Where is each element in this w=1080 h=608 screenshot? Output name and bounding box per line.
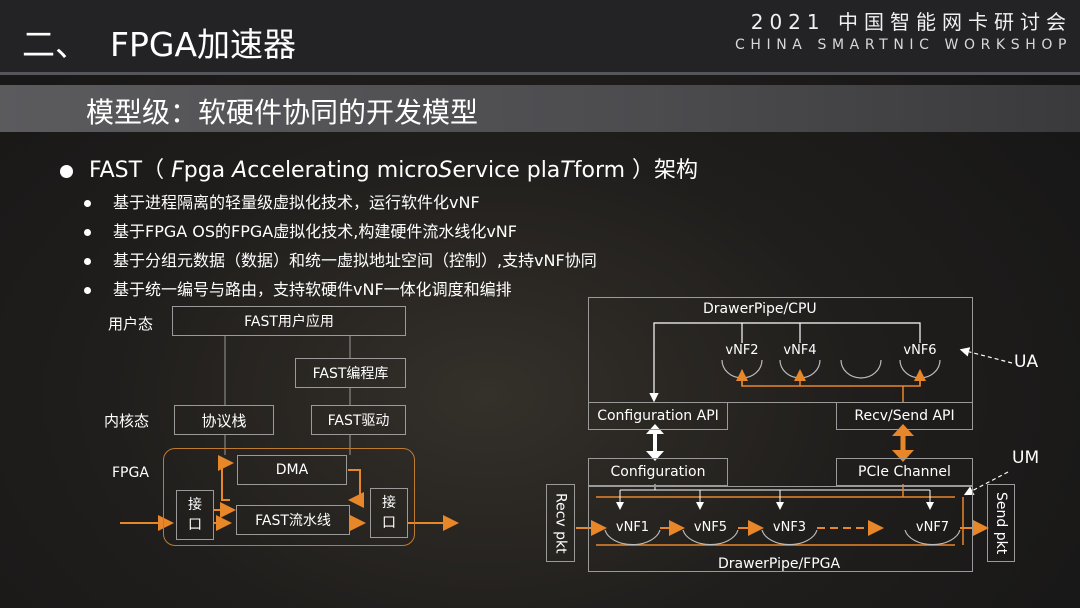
cpu-vnf: vNF4 bbox=[780, 343, 820, 358]
recv-pkt-box: Recv pkt bbox=[546, 484, 575, 562]
fpga-title: DrawerPipe/FPGA bbox=[718, 556, 840, 572]
recv-send-api-box: Recv/Send API bbox=[836, 402, 973, 430]
send-pkt-label: Send pkt bbox=[993, 492, 1009, 554]
config-api-box: Configuration API bbox=[588, 402, 728, 430]
configuration-box: Configuration bbox=[588, 458, 728, 486]
cpu-vnf: vNF6 bbox=[900, 343, 940, 358]
fpga-vnf: vNF5 bbox=[683, 520, 738, 535]
um-label: UM bbox=[1012, 448, 1039, 468]
ua-label: UA bbox=[1014, 352, 1038, 372]
fpga-vnf: vNF1 bbox=[605, 520, 660, 535]
fpga-vnf: vNF7 bbox=[905, 520, 960, 535]
recv-pkt-label: Recv pkt bbox=[553, 493, 569, 554]
fpga-vnf: vNF3 bbox=[762, 520, 817, 535]
pcie-channel-box: PCIe Channel bbox=[836, 458, 973, 486]
cpu-vnf: vNF2 bbox=[722, 343, 762, 358]
send-pkt-box: Send pkt bbox=[987, 484, 1015, 562]
